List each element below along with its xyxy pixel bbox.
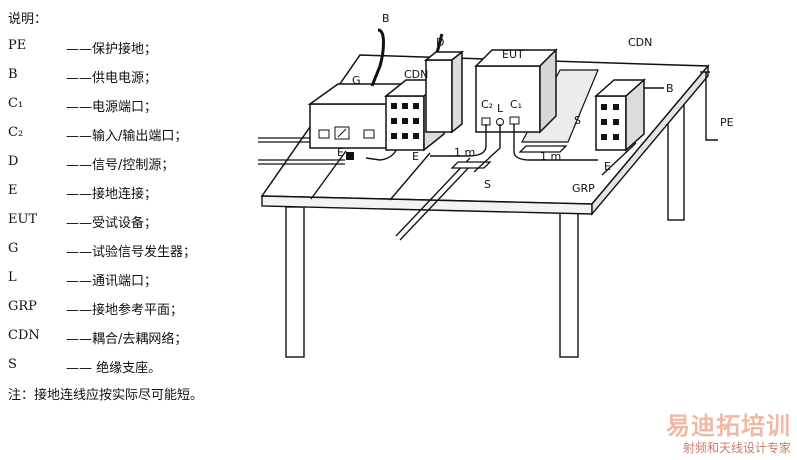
signal-source-d [423, 33, 465, 134]
legend-desc: ——通讯端口； [66, 274, 158, 289]
legend-desc: ——输入/输出端口； [66, 129, 188, 144]
watermark-tagline: 射频和天线设计专家 [682, 441, 791, 455]
legend-code: GRP [8, 299, 37, 314]
cdn-right [594, 78, 646, 152]
legend-code: C₂ [8, 125, 24, 140]
legend-desc: ——受试设备； [66, 216, 158, 231]
insulating-supports [450, 145, 568, 169]
legend-code: EUT [8, 212, 38, 227]
label-l: L [497, 102, 504, 115]
label-1m-right: 1 m [540, 150, 561, 163]
legend-note: 注：接地连线应按实际尽可能短。 [8, 388, 204, 403]
label-cdn-left: CDN [404, 68, 428, 81]
label-cdn-right: CDN [628, 36, 652, 49]
label-e-right: E [604, 160, 611, 173]
label-b-right: B [666, 82, 674, 95]
label-grp: GRP [572, 182, 595, 195]
diagram-labels: B D EUT CDN G CDN C₂ L C₁ B PE S E E 1 m… [337, 12, 734, 195]
legend-desc: ——电源端口； [66, 100, 158, 115]
legend-code: L [8, 270, 17, 285]
label-b-top: B [382, 12, 390, 25]
label-s-mid: S [484, 178, 491, 191]
label-c1: C₁ [510, 98, 522, 111]
table-leg-front-left [285, 206, 305, 358]
legend-desc: ——接地连接； [66, 187, 158, 202]
legend-desc: ——信号/控制源； [66, 158, 175, 173]
label-1m-left: 1 m [454, 146, 475, 159]
label-e-left: E [337, 146, 344, 159]
eut-cables [430, 124, 598, 173]
label-d-top: D [436, 36, 444, 49]
legend-desc: —— 绝缘支座。 [66, 361, 162, 376]
legend-desc: ——试验信号发生器； [66, 245, 197, 260]
legend-code: D [8, 154, 19, 169]
legend-desc: ——耦合/去耦网络； [66, 332, 188, 347]
legend-title: 说明： [8, 12, 48, 27]
legend-code: C₁ [8, 96, 24, 111]
watermark: 易迪拓培训 射频和天线设计专家 [666, 406, 791, 456]
legend: 说明： PE ——保护接地； B ——供电电源； C₁ ——电源端口； C₂ —… [0, 0, 330, 460]
table-leg-front-right [559, 208, 579, 358]
legend-code: PE [8, 38, 27, 53]
legend-code: B [8, 67, 18, 82]
legend-code: S [8, 357, 17, 372]
legend-desc: ——接地参考平面； [66, 303, 184, 318]
legend-code: G [8, 241, 19, 256]
label-eut: EUT [502, 48, 524, 61]
label-pe: PE [720, 116, 734, 129]
legend-desc: ——保护接地； [66, 42, 158, 57]
label-s-right: S [574, 114, 581, 127]
legend-desc: ——供电电源； [66, 71, 158, 86]
label-c2: C₂ [481, 98, 493, 111]
label-e-mid: E [412, 150, 419, 163]
supply-and-earth-right [644, 71, 718, 141]
legend-code: CDN [8, 328, 40, 343]
supply-cable-b-top [370, 28, 385, 87]
legend-code: E [8, 183, 18, 198]
label-g: G [352, 74, 361, 87]
equipment-under-test [474, 48, 599, 143]
watermark-logo: 易迪拓培训 [666, 412, 791, 440]
